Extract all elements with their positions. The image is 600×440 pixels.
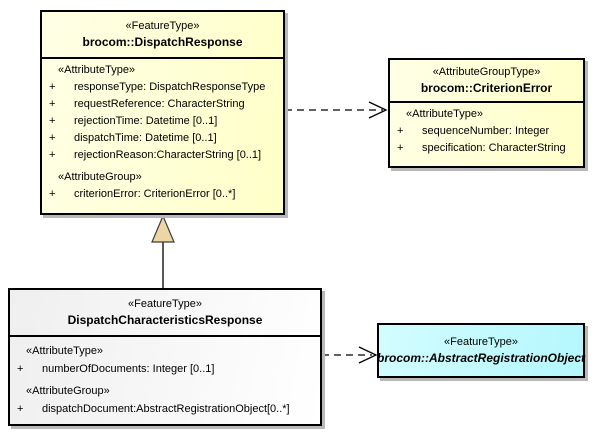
attribute-text: numberOfDocuments: Integer [0..1] [42,363,215,375]
section-header: «AttributeGroup» [58,171,142,183]
visibility-marker: + [397,142,404,154]
visibility-marker: + [397,125,404,137]
section-header: «AttributeGroup» [26,385,110,397]
dependency-arrowhead-icon [358,346,378,364]
visibility-marker: + [49,149,56,161]
attribute-row: + rejectionTime: Datetime [0..1] [42,115,283,128]
generalization-arrowhead-icon [151,214,175,243]
class-name: brocom::DispatchResponse [82,35,243,49]
dependency-connector-criterion-error[interactable] [285,101,388,119]
class-box-dispatch-response[interactable]: «FeatureType» brocom::DispatchResponse «… [40,10,285,215]
attribute-row: + dispatchTime: Datetime [0..1] [42,132,283,145]
dependency-connector-abstract-registration-object[interactable] [322,346,378,364]
visibility-marker: + [49,98,56,110]
class-box-abstract-registration-object[interactable]: «FeatureType» brocom::AbstractRegistrati… [377,323,585,378]
attribute-text: requestReference: CharacterString [74,98,245,110]
attribute-text: responseType: DispatchResponseType [74,81,266,93]
visibility-marker: + [49,81,56,93]
attribute-row: + criterionError: CriterionError [0..*] [42,188,283,201]
attribute-row: + dispatchDocument:AbstractRegistrationO… [10,403,320,416]
attribute-text: criterionError: CriterionError [0..*] [74,188,236,200]
attribute-text: sequenceNumber: Integer [422,125,550,137]
class-title: «FeatureType» brocom::AbstractRegistrati… [376,325,586,376]
visibility-marker: + [17,363,24,375]
class-box-criterion-error[interactable]: «AttributeGroupType» brocom::CriterionEr… [388,58,585,168]
stereotype-label: «FeatureType» [128,298,202,310]
generalization-connector[interactable] [151,214,175,288]
class-name: DispatchCharacteristicsResponse [67,313,263,327]
class-title: «FeatureType» DispatchCharacteristicsRes… [10,290,320,337]
section-header: «AttributeType» [58,64,136,76]
attribute-text: dispatchTime: Datetime [0..1] [74,132,217,144]
visibility-marker: + [17,403,24,415]
section-header: «AttributeType» [26,345,104,357]
class-title: «AttributeGroupType» brocom::CriterionEr… [390,60,583,103]
attribute-row: + requestReference: CharacterString [42,98,283,111]
attribute-text: rejectionReason:CharacterString [0..1] [74,149,262,161]
attribute-text: specification: CharacterString [422,142,566,154]
dependency-arrowhead-icon [368,101,388,119]
visibility-marker: + [49,132,56,144]
attribute-row: + specification: CharacterString [390,142,583,155]
attributes-compartment: «AttributeType» + responseType: Dispatch… [42,59,283,201]
attributes-compartment: «AttributeType» + numberOfDocuments: Int… [10,337,320,416]
attribute-row: + numberOfDocuments: Integer [0..1] [10,363,320,376]
stereotype-label: «AttributeGroupType» [432,66,541,78]
visibility-marker: + [49,188,56,200]
attribute-row: + responseType: DispatchResponseType [42,81,283,94]
section-header: «AttributeType» [406,108,484,120]
attribute-row: + sequenceNumber: Integer [390,125,583,138]
class-box-dispatch-characteristics-response[interactable]: «FeatureType» DispatchCharacteristicsRes… [8,288,322,426]
attribute-text: dispatchDocument:AbstractRegistrationObj… [42,403,290,415]
attributes-compartment: «AttributeType» + sequenceNumber: Intege… [390,103,583,155]
stereotype-label: «FeatureType» [125,20,200,32]
stereotype-label: «FeatureType» [444,336,518,348]
attribute-row: + rejectionReason:CharacterString [0..1] [42,149,283,162]
class-name: brocom::CriterionError [420,81,553,95]
visibility-marker: + [49,115,56,127]
attribute-text: rejectionTime: Datetime [0..1] [74,115,218,127]
class-title: «FeatureType» brocom::DispatchResponse [42,12,283,59]
class-name: brocom::AbstractRegistrationObject [376,351,586,365]
